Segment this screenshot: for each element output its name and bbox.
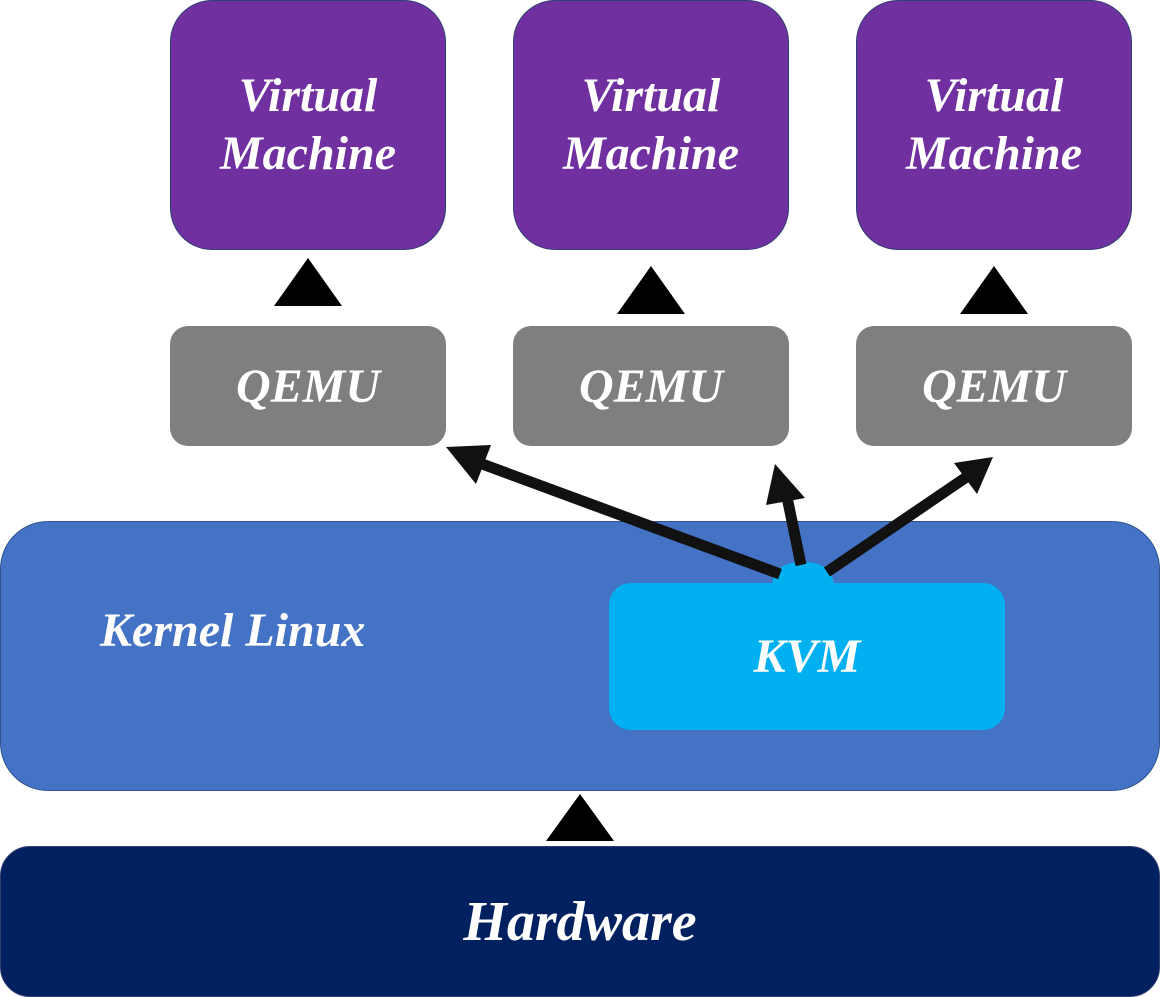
kvm-to-qemu-2-arrowhead	[766, 464, 805, 505]
qemu-box-3: QEMU	[856, 326, 1132, 446]
kvm-to-qemu-3-line	[823, 471, 972, 577]
kernel-linux-label: Kernel Linux	[100, 604, 366, 657]
kvm-label: KVM	[753, 630, 861, 683]
up-arrow-qemu-to-vm-1	[274, 258, 342, 306]
qemu-label-1: QEMU	[235, 359, 381, 413]
qemu-label-2: QEMU	[578, 359, 724, 413]
virtual-machine-box-2: Virtual Machine	[513, 0, 789, 250]
kvm-to-qemu-2-line	[781, 495, 807, 567]
hardware-label: Hardware	[463, 890, 697, 953]
hardware-layer: Hardware	[0, 846, 1160, 997]
virtual-machine-label-2: Virtual Machine	[562, 69, 739, 180]
up-arrow-hardware-to-kernel	[546, 794, 614, 841]
virtual-machine-label-3: Virtual Machine	[905, 69, 1082, 180]
qemu-label-3: QEMU	[921, 359, 1067, 413]
up-arrow-qemu-to-vm-2	[617, 266, 685, 314]
kvm-to-qemu-3-arrowhead	[954, 457, 993, 494]
up-arrow-qemu-to-vm-3	[960, 266, 1028, 314]
qemu-box-1: QEMU	[170, 326, 446, 446]
kvm-box: KVM	[609, 583, 1005, 730]
qemu-box-2: QEMU	[513, 326, 789, 446]
kvm-to-qemu-1-line	[472, 455, 782, 580]
virtual-machine-label-1: Virtual Machine	[219, 69, 396, 180]
virtual-machine-box-1: Virtual Machine	[170, 0, 446, 250]
kvm-to-qemu-1-arrowhead	[446, 445, 491, 484]
kvm-connector-bump	[772, 562, 834, 588]
virtual-machine-box-3: Virtual Machine	[856, 0, 1132, 250]
